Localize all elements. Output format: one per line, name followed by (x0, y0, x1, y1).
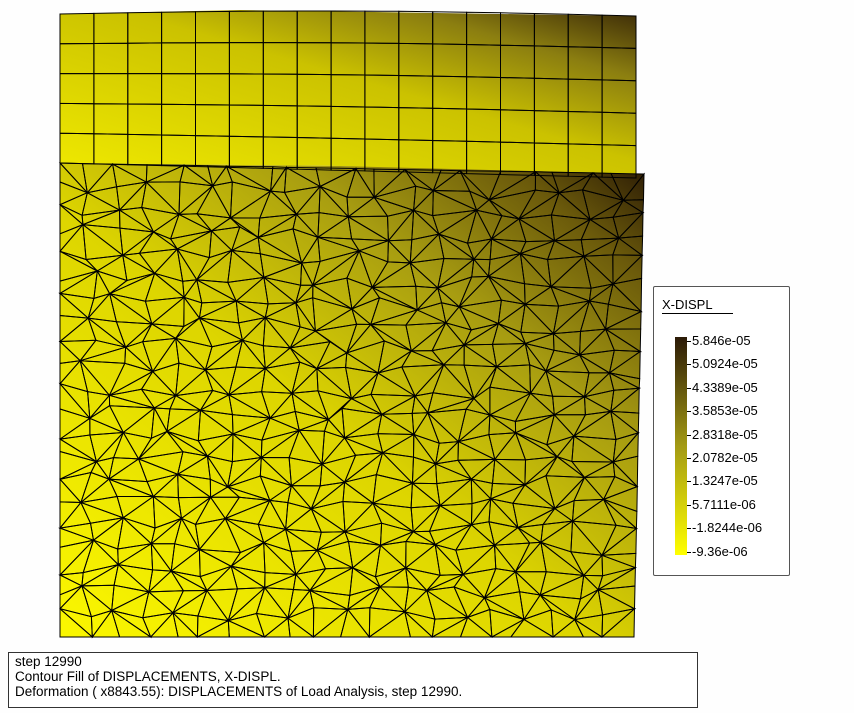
mesh-lines (58, 10, 646, 639)
lower-block-region (60, 163, 644, 637)
legend-panel: X-DISPL 5.846e-05 5.0924e-05 4.3389e-05 3.5… (653, 286, 790, 576)
legend-label: 5.0924e-05 (687, 356, 758, 372)
legend-label: 4.3389e-05 (687, 379, 758, 395)
info-contour: Contour Fill of DISPLACEMENTS, X-DISPL. (15, 669, 281, 684)
legend-label: -9.36e-06 (687, 543, 748, 559)
legend-label: -1.8244e-06 (686, 520, 763, 536)
legend-label: 2.8318e-05 (687, 426, 758, 442)
legend-title: X-DISPL (662, 297, 733, 314)
upper-block-region (60, 10, 636, 178)
legend-label: 5.846e-05 (687, 333, 751, 348)
legend-label: 3.5853e-05 (687, 403, 758, 419)
legend-label: 1.3247e-05 (687, 473, 758, 489)
legend-label: 5.7111e-06 (687, 496, 756, 512)
info-box: step 12990 Contour Fill of DISPLACEMENTS… (8, 652, 698, 708)
legend-color-bar (675, 337, 687, 555)
legend-label: 2.0782e-05 (687, 450, 758, 465)
info-deformation: Deformation ( x8843.55): DISPLACEMENTS o… (15, 684, 463, 699)
info-step: step 12990 (15, 654, 82, 669)
